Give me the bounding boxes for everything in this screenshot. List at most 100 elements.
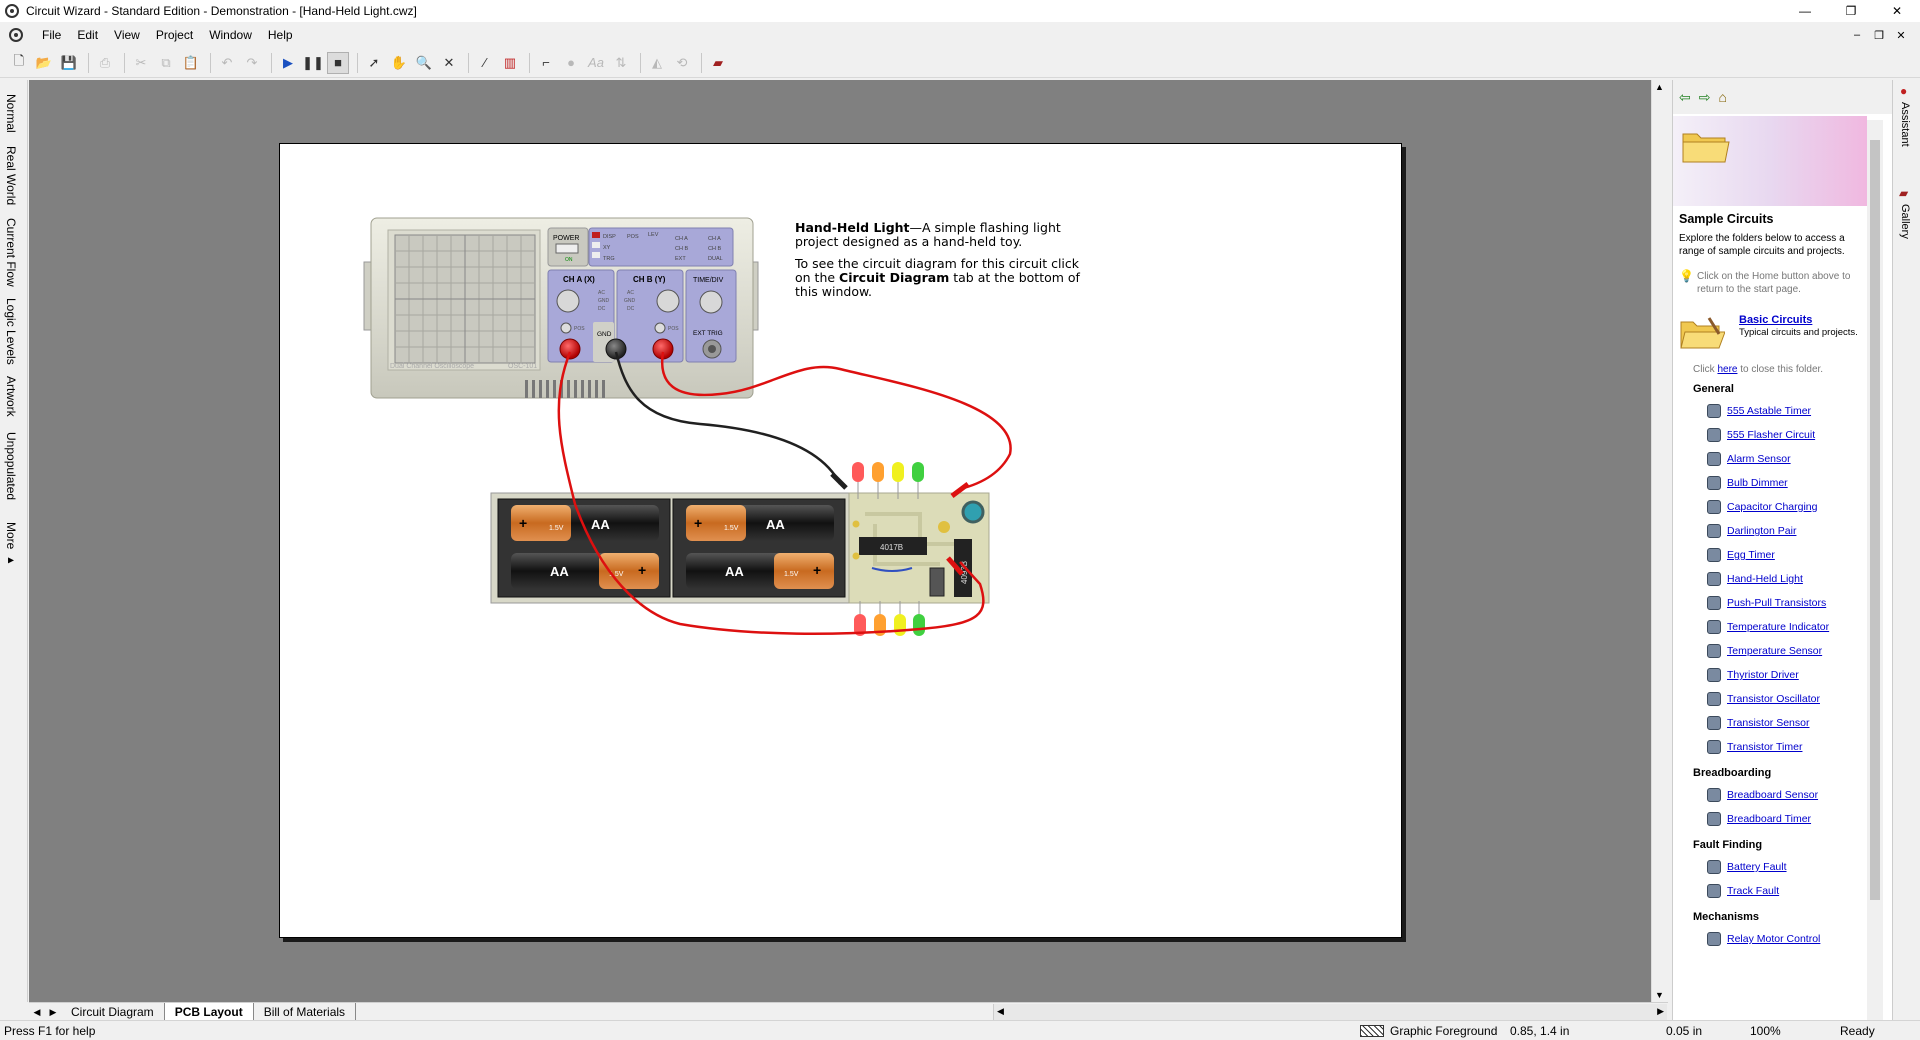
tab-prev-icon[interactable]: ◀ <box>33 1006 41 1017</box>
stop-icon[interactable]: ■ <box>327 51 349 74</box>
paste-icon[interactable]: 📋 <box>182 54 200 70</box>
leds-top[interactable] <box>852 462 924 499</box>
sample-circuit-item[interactable]: 555 Flasher Circuit <box>1679 423 1863 447</box>
mdi-restore-button[interactable]: ❐ <box>1874 29 1884 42</box>
menu-file[interactable]: File <box>42 28 62 42</box>
undo-icon[interactable]: ↶ <box>221 54 233 70</box>
pause-icon[interactable]: ❚❚ <box>302 54 324 70</box>
mdi-minimize-button[interactable]: – <box>1853 29 1861 41</box>
forward-arrow-icon[interactable]: ⇨ <box>1698 88 1711 105</box>
basic-circuits-folder[interactable]: Basic Circuits Typical circuits and proj… <box>1679 314 1863 358</box>
sample-circuit-link[interactable]: Egg Timer <box>1727 549 1775 561</box>
oscilloscope[interactable]: POWER ON DISP XY TRG POS LEV CH A CH B E… <box>363 217 759 399</box>
sample-circuit-item[interactable]: Darlington Pair <box>1679 519 1863 543</box>
sample-circuit-item[interactable]: Track Fault <box>1679 879 1863 903</box>
sample-circuit-item[interactable]: Transistor Oscillator <box>1679 687 1863 711</box>
sample-circuit-link[interactable]: 555 Astable Timer <box>1727 405 1812 417</box>
wire-icon[interactable]: ⌐ <box>542 55 550 70</box>
menu-help[interactable]: Help <box>267 28 293 42</box>
sample-circuit-item[interactable]: Egg Timer <box>1679 543 1863 567</box>
menu-view[interactable]: View <box>114 28 140 42</box>
scroll-down-icon[interactable]: ▼ <box>1655 990 1664 1000</box>
sample-circuit-link[interactable]: Battery Fault <box>1727 861 1787 873</box>
back-arrow-icon[interactable]: ⇦ <box>1679 88 1691 105</box>
sample-circuit-item[interactable]: Alarm Sensor <box>1679 447 1863 471</box>
basic-circuits-link[interactable]: Basic Circuits <box>1739 314 1813 326</box>
sample-circuit-link[interactable]: Push-Pull Transistors <box>1727 597 1827 609</box>
sample-circuit-item[interactable]: Bulb Dimmer <box>1679 471 1863 495</box>
tab-assistant[interactable]: Assistant <box>1899 102 1911 147</box>
sample-circuit-link[interactable]: Transistor Sensor <box>1727 717 1810 729</box>
sample-circuit-link[interactable]: 555 Flasher Circuit <box>1727 429 1816 441</box>
sample-circuit-item[interactable]: Transistor Timer <box>1679 735 1863 759</box>
tab-more[interactable]: More ▸ <box>4 522 18 567</box>
sample-circuit-link[interactable]: Capacitor Charging <box>1727 501 1818 513</box>
cut-icon[interactable]: ✂ <box>135 54 147 70</box>
tab-logic-levels[interactable]: Logic Levels <box>4 298 18 365</box>
tab-gallery[interactable]: Gallery <box>1899 204 1911 239</box>
sample-circuit-link[interactable]: Thyristor Driver <box>1727 669 1799 681</box>
scroll-right-icon[interactable]: ▶ <box>1657 1006 1664 1016</box>
sample-circuit-item[interactable]: Breadboard Sensor <box>1679 783 1863 807</box>
tab-pcb-layout[interactable]: PCB Layout <box>164 1003 254 1021</box>
graph-icon[interactable]: ▥ <box>503 54 517 70</box>
text-icon[interactable]: Aa <box>588 55 604 70</box>
sample-circuit-item[interactable]: Transistor Sensor <box>1679 711 1863 735</box>
probe-wires[interactable] <box>557 351 1012 635</box>
home-icon[interactable]: ⌂ <box>1718 89 1727 105</box>
tab-current-flow[interactable]: Current Flow <box>4 218 18 287</box>
flip-icon[interactable]: ◭ <box>652 54 662 70</box>
sample-circuit-link[interactable]: Temperature Indicator <box>1727 621 1830 633</box>
sample-circuit-item[interactable]: Relay Motor Control <box>1679 927 1863 951</box>
play-icon[interactable]: ▶ <box>283 54 293 70</box>
sample-circuit-item[interactable]: Temperature Sensor <box>1679 639 1863 663</box>
sample-circuit-link[interactable]: Breadboard Sensor <box>1727 789 1819 801</box>
mdi-close-button[interactable]: ✕ <box>1896 29 1906 42</box>
workspace-vertical-scrollbar[interactable]: ▲ ▼ <box>1651 80 1668 1002</box>
sample-circuit-link[interactable]: Temperature Sensor <box>1727 645 1823 657</box>
battery-pack[interactable]: + + + + AA AA AA AA 1.5V 1.5V 1.5V 1.5V <box>490 492 851 604</box>
redo-icon[interactable]: ↷ <box>246 54 258 70</box>
tab-artwork[interactable]: Artwork <box>4 376 18 417</box>
minimize-button[interactable]: — <box>1799 4 1811 18</box>
tab-normal[interactable]: Normal <box>4 94 18 133</box>
tab-unpopulated[interactable]: Unpopulated <box>4 432 18 501</box>
print-icon[interactable]: ⎙ <box>99 54 111 70</box>
sample-circuit-link[interactable]: Bulb Dimmer <box>1727 477 1788 489</box>
assistant-scrollbar[interactable] <box>1867 120 1883 1020</box>
select-pointer-icon[interactable]: ➚ <box>368 54 380 70</box>
sample-circuit-item[interactable]: Battery Fault <box>1679 855 1863 879</box>
sample-circuit-link[interactable]: Transistor Timer <box>1727 741 1803 753</box>
tab-next-icon[interactable]: ▶ <box>49 1006 57 1017</box>
pan-hand-icon[interactable]: ✋ <box>390 54 408 70</box>
menu-edit[interactable]: Edit <box>77 28 99 42</box>
workspace-horizontal-scrollbar[interactable]: ◀ ▶ <box>993 1004 1667 1020</box>
save-icon[interactable]: 💾 <box>60 54 78 70</box>
close-folder-link[interactable]: here <box>1717 364 1738 375</box>
delete-icon[interactable]: ✕ <box>443 54 455 70</box>
open-icon[interactable]: 📂 <box>35 54 53 70</box>
menu-project[interactable]: Project <box>155 28 194 42</box>
tab-circuit-diagram[interactable]: Circuit Diagram <box>61 1003 165 1021</box>
menu-window[interactable]: Window <box>209 28 252 42</box>
sample-circuit-item[interactable]: Push-Pull Transistors <box>1679 591 1863 615</box>
gallery-icon[interactable]: ▰ <box>713 54 723 70</box>
sample-circuit-item[interactable]: Capacitor Charging <box>1679 495 1863 519</box>
sample-circuit-item[interactable]: Breadboard Timer <box>1679 807 1863 831</box>
scroll-up-icon[interactable]: ▲ <box>1655 82 1664 92</box>
workspace[interactable]: POWER ON DISP XY TRG POS LEV CH A CH B E… <box>29 80 1668 1002</box>
sample-circuit-link[interactable]: Darlington Pair <box>1727 525 1797 537</box>
sample-circuit-item[interactable]: 555 Astable Timer <box>1679 399 1863 423</box>
align-icon[interactable]: ⇅ <box>615 54 627 70</box>
scroll-left-icon[interactable]: ◀ <box>997 1006 1004 1016</box>
sample-circuit-link[interactable]: Alarm Sensor <box>1727 453 1791 465</box>
tab-real-world[interactable]: Real World <box>4 146 18 206</box>
maximize-button[interactable]: ❐ <box>1845 4 1857 18</box>
tab-bill-of-materials[interactable]: Bill of Materials <box>254 1003 357 1021</box>
sample-circuit-item[interactable]: Hand-Held Light <box>1679 567 1863 591</box>
new-icon[interactable]: 🗋 <box>13 52 25 68</box>
node-icon[interactable]: ● <box>567 55 575 70</box>
sample-circuit-item[interactable]: Thyristor Driver <box>1679 663 1863 687</box>
assistant-scroll-thumb[interactable] <box>1870 140 1880 900</box>
sample-circuit-item[interactable]: Temperature Indicator <box>1679 615 1863 639</box>
